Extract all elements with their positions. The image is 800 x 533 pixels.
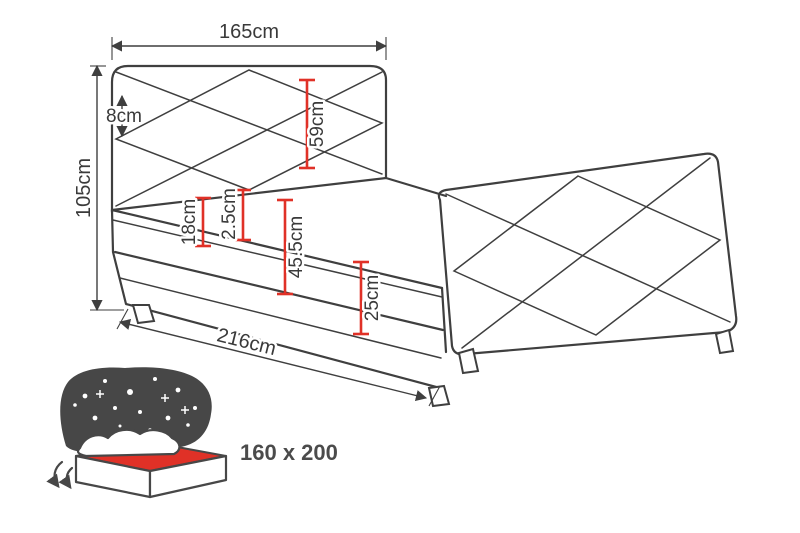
dimension-topper: 2.5cm: [217, 186, 251, 242]
base-right-edge: [440, 286, 448, 354]
dim-label-frame: 8cm: [106, 106, 142, 127]
dimension-lower: 25cm: [353, 260, 386, 336]
dimension-total-height: 105cm: [71, 64, 124, 312]
leg-footboard-left: [457, 347, 480, 375]
mattress-bottom-seam: [113, 250, 445, 332]
dimension-headboard-panel: 59cm: [299, 78, 331, 170]
bed-base: [110, 176, 448, 390]
dim-label-topper: 2.5cm: [219, 188, 240, 240]
dim-label-length: 216cm: [215, 324, 279, 360]
size-label: 160 x 200: [240, 440, 338, 465]
bed-box-front-right: [148, 454, 228, 499]
dim-label-top-width: 165cm: [219, 21, 279, 43]
footboard-outline: [437, 152, 738, 356]
dimension-mattress: 18cm: [177, 196, 211, 248]
leg-footboard-right: [714, 328, 735, 355]
headboard-quilt-pattern: [114, 69, 384, 207]
lift-arrows-icon: [46, 460, 74, 490]
stars: [73, 377, 197, 432]
footboard-quilt-pattern: [445, 157, 731, 349]
mattress-far-edge: [384, 176, 448, 198]
bed-drawing: [110, 64, 738, 408]
headboard-outline: [110, 64, 388, 214]
leg-front-right: [427, 384, 451, 408]
dimension-frame: 8cm: [104, 94, 144, 138]
mattress-top-front-edge: [110, 208, 444, 290]
footboard: [437, 152, 738, 356]
dim-label-base: 45.5cm: [286, 216, 307, 278]
dimension-top-width: 165cm: [110, 19, 388, 60]
topper-seam: [112, 219, 443, 298]
dimension-base: 45.5cm: [277, 198, 310, 296]
leg-front-left: [131, 304, 156, 325]
dim-label-mattress: 18cm: [179, 199, 200, 245]
dim-label-headboard: 59cm: [307, 101, 328, 147]
lifted-bedding-shape: [76, 428, 181, 458]
headboard-bottom-edge: [110, 176, 388, 212]
storage-bed-icon: 160 x 200: [46, 367, 338, 499]
night-sky-shape: [60, 367, 212, 452]
dim-label-total-height: 105cm: [73, 158, 95, 218]
dim-label-lower: 25cm: [362, 275, 383, 321]
